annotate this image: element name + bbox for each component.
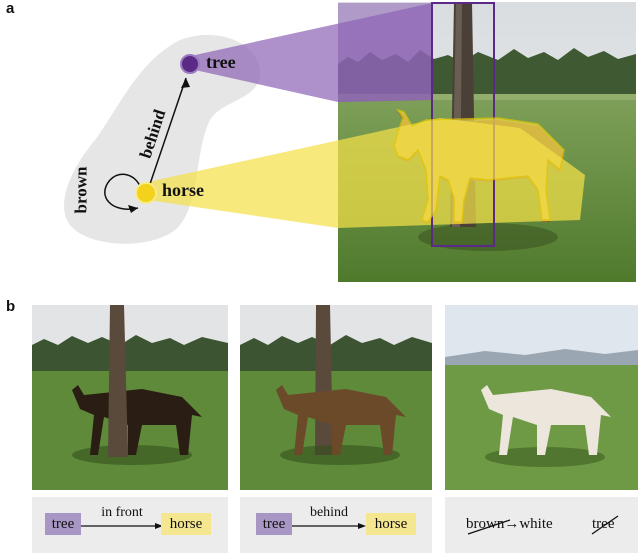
tree-tag-1: tree xyxy=(45,513,81,535)
tree-node-label: tree xyxy=(206,52,236,73)
relation-arrow-1 xyxy=(81,522,163,530)
scene-graph xyxy=(0,0,640,290)
brown-strikethrough xyxy=(466,516,512,536)
panel-b-image-3 xyxy=(445,305,638,490)
panel-b-image-1 xyxy=(32,305,228,490)
panel-b-letter: b xyxy=(6,298,15,315)
tree-node xyxy=(181,55,199,73)
horse-tag-1: horse xyxy=(161,513,211,535)
panel-b-image-2 xyxy=(240,305,432,490)
relation-label-2: behind xyxy=(294,505,364,521)
horse-node xyxy=(136,183,156,203)
horse-node-label: horse xyxy=(162,180,204,201)
relation-arrow-2 xyxy=(292,522,366,530)
brown-attribute-label: brown xyxy=(71,167,91,214)
tree-strikethrough xyxy=(590,514,620,536)
horse-tag-2: horse xyxy=(366,513,416,535)
tree-tag-2: tree xyxy=(256,513,292,535)
relation-label-1: in front xyxy=(84,505,160,521)
